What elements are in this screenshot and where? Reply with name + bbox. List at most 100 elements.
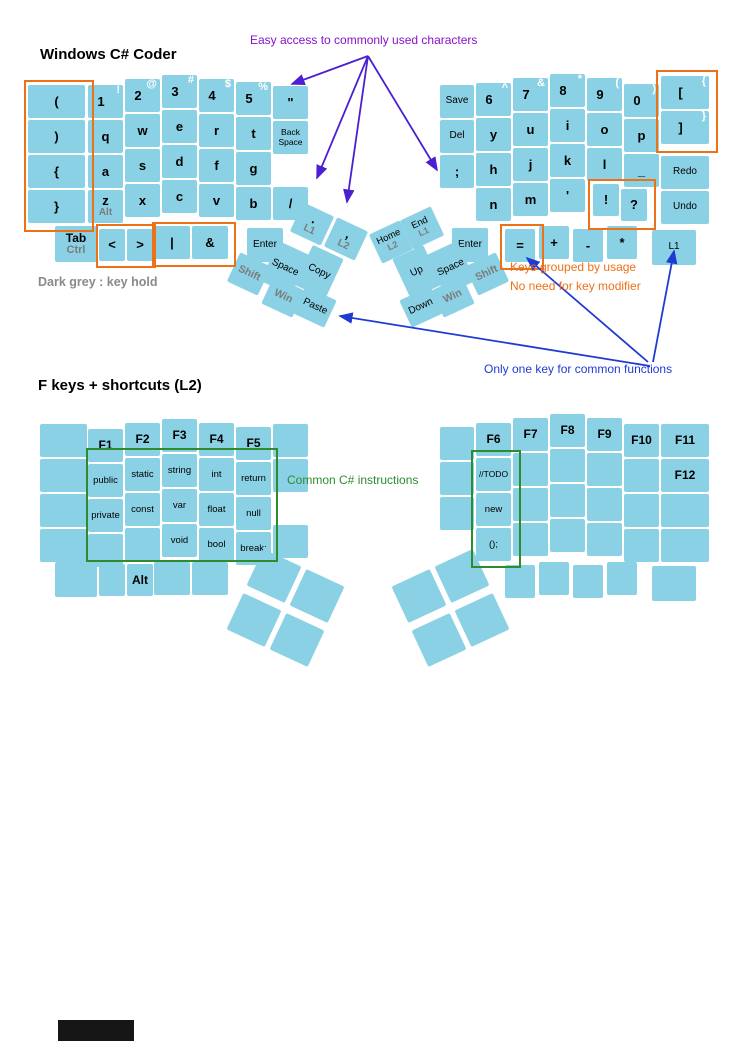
key-blank bbox=[440, 497, 474, 530]
key-blank bbox=[440, 462, 474, 495]
key-blank bbox=[273, 459, 308, 492]
key-p: p bbox=[624, 119, 659, 152]
key-6: 6^ bbox=[476, 82, 511, 116]
note-keys-grouped: Keys grouped by usage bbox=[510, 260, 637, 274]
key-c: c bbox=[162, 180, 197, 213]
key-brace-open: { bbox=[28, 155, 85, 188]
key-blank bbox=[99, 564, 125, 596]
key-alt: Alt bbox=[127, 564, 153, 596]
key-blank bbox=[624, 459, 659, 492]
key-x: x bbox=[125, 184, 160, 217]
key-blank bbox=[550, 484, 585, 517]
key-blank bbox=[624, 494, 659, 527]
key-l1: L1 bbox=[652, 230, 696, 265]
key-static: static bbox=[125, 458, 160, 491]
key-f4: F4 bbox=[199, 423, 234, 456]
key-f8: F8 bbox=[550, 414, 585, 447]
key-null: null bbox=[236, 497, 271, 530]
key-private: private bbox=[88, 499, 123, 532]
key-i: i bbox=[550, 109, 585, 142]
key-5: 5% bbox=[236, 81, 271, 115]
key-plus: + bbox=[539, 226, 569, 259]
key-string: string bbox=[162, 454, 197, 487]
key-blank bbox=[55, 562, 97, 597]
key-f11: F11 bbox=[661, 424, 709, 457]
key-blank bbox=[40, 494, 87, 527]
key-bracket-open: [{ bbox=[661, 75, 709, 109]
key-gt: > bbox=[127, 229, 153, 261]
key-blank bbox=[505, 565, 535, 598]
key-backspace: Back Space bbox=[273, 121, 308, 154]
key-float: float bbox=[199, 493, 234, 526]
key-blank bbox=[661, 529, 709, 562]
key-f7: F7 bbox=[513, 418, 548, 451]
key-blank bbox=[607, 562, 637, 595]
key-public: public bbox=[88, 464, 123, 497]
key-blank bbox=[454, 592, 510, 648]
key-exclaim: ! bbox=[593, 184, 619, 216]
key-d: d bbox=[162, 145, 197, 178]
key-m: m bbox=[513, 183, 548, 216]
key-n: n bbox=[476, 188, 511, 221]
key-blank bbox=[40, 459, 87, 492]
key-y: y bbox=[476, 118, 511, 151]
key-4: 4$ bbox=[199, 78, 234, 112]
key-blank bbox=[289, 568, 345, 624]
bottom-dark-bar bbox=[58, 1020, 134, 1041]
note-no-modifier: No need for key modifier bbox=[510, 279, 641, 293]
key-blank bbox=[40, 529, 87, 562]
key-bracket-close: ]} bbox=[661, 110, 709, 144]
key-2: 2@ bbox=[125, 78, 160, 112]
key-blank bbox=[587, 523, 622, 556]
key-lt: < bbox=[99, 229, 125, 261]
key-f: f bbox=[199, 149, 234, 182]
key-void: void bbox=[162, 524, 197, 557]
key-8: 8* bbox=[550, 73, 585, 107]
key-3: 3# bbox=[162, 74, 197, 108]
note-one-key-functions: Only one key for common functions bbox=[484, 362, 673, 376]
key-f3: F3 bbox=[162, 419, 197, 452]
key-1: 1! bbox=[88, 84, 123, 118]
key-star: * bbox=[607, 226, 637, 259]
key-w: w bbox=[125, 114, 160, 147]
key-paren-open: ( bbox=[28, 85, 85, 118]
key-q: q bbox=[88, 120, 123, 153]
key-f12: F12 bbox=[661, 459, 709, 492]
key-t: t bbox=[236, 117, 271, 150]
key-9: 9( bbox=[587, 77, 622, 111]
key-blank bbox=[269, 612, 325, 668]
key-pipe: | bbox=[154, 226, 190, 259]
key-blank bbox=[273, 525, 308, 558]
key-k: k bbox=[550, 144, 585, 177]
key-blank bbox=[587, 453, 622, 486]
note-easy-access: Easy access to commonly used characters bbox=[250, 33, 478, 47]
key-e: e bbox=[162, 110, 197, 143]
key-f6: F6 bbox=[476, 423, 511, 456]
key-7: 7& bbox=[513, 77, 548, 111]
key-f2: F2 bbox=[125, 423, 160, 456]
key-j: j bbox=[513, 148, 548, 181]
key-f5: F5 bbox=[236, 427, 271, 460]
key-blank bbox=[661, 494, 709, 527]
key-var: var bbox=[162, 489, 197, 522]
key-const: const bbox=[125, 493, 160, 526]
key-blank bbox=[513, 523, 548, 556]
key-return: return bbox=[236, 462, 271, 495]
key-f9: F9 bbox=[587, 418, 622, 451]
key-int: int bbox=[199, 458, 234, 491]
key-dquote: " bbox=[273, 86, 308, 119]
key-blank bbox=[154, 562, 190, 595]
key-blank bbox=[539, 562, 569, 595]
key-a: a bbox=[88, 155, 123, 188]
key-paren-close: ) bbox=[28, 120, 85, 153]
key-blank bbox=[125, 528, 160, 561]
note-dark-grey-key-hold: Dark grey : key hold bbox=[38, 275, 158, 289]
key-blank bbox=[192, 562, 228, 595]
key-h: h bbox=[476, 153, 511, 186]
key-u: u bbox=[513, 113, 548, 146]
key-blank bbox=[513, 488, 548, 521]
